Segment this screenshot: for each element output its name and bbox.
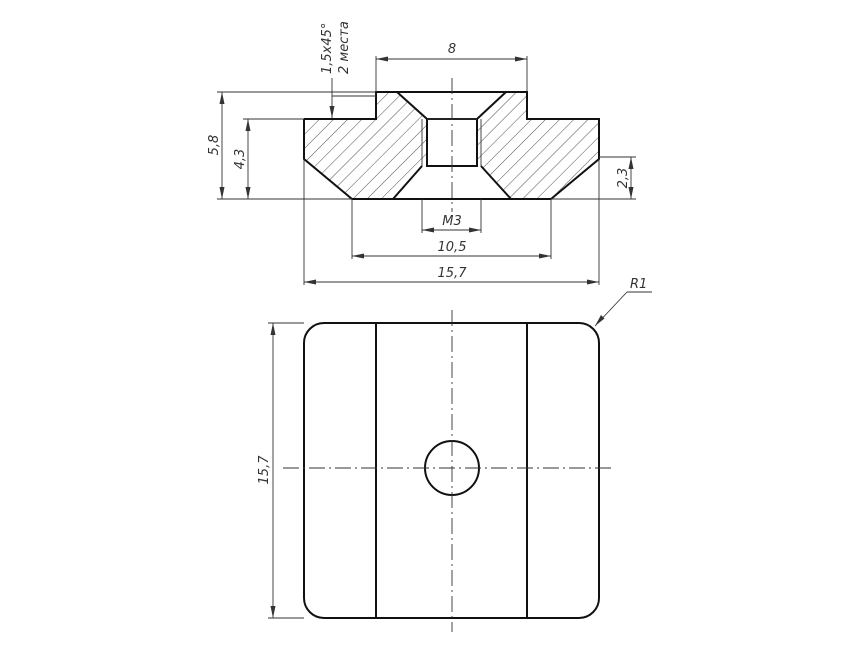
dim-plan-height: 15,7	[257, 455, 272, 485]
countersink-right	[476, 91, 507, 120]
plan-view: R1 15,7	[257, 277, 652, 632]
dim-chamfer-count: 2 места	[337, 21, 352, 74]
dim-chamfer: 1,5x45°	[320, 23, 335, 74]
dim-width-top: 8	[448, 42, 456, 57]
lower-cone-left	[392, 165, 423, 200]
section-view	[303, 78, 600, 212]
section-outline	[303, 91, 600, 200]
dim-thread: M3	[442, 214, 462, 229]
section-dimensions: 8 1,5x45° 2 места 5,8 4,3 2,3 M3	[207, 21, 636, 285]
dim-width-bottom: 10,5	[438, 240, 467, 255]
plan-outline	[303, 322, 600, 619]
lower-cone-right	[480, 165, 512, 200]
countersink-left	[396, 91, 428, 120]
hatch-right	[477, 92, 599, 199]
dim-height-mid: 4,3	[233, 149, 248, 170]
dim-radius: R1	[630, 277, 647, 292]
dim-height-total: 5,8	[207, 135, 222, 156]
dim-height-side: 2,3	[616, 168, 631, 189]
dim-width-total: 15,7	[438, 266, 468, 281]
hatch-left	[304, 92, 427, 199]
